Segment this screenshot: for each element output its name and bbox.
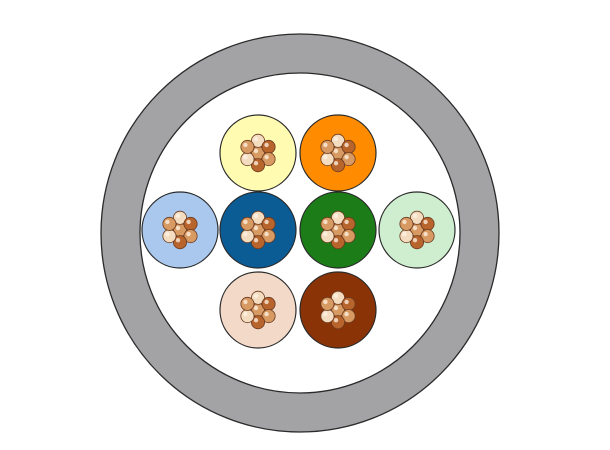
strand-highlight (333, 225, 339, 231)
strand-highlight (264, 154, 269, 160)
strand-highlight (333, 293, 339, 298)
wire-group (141, 114, 456, 349)
strand-highlight (412, 238, 418, 243)
conductor-strand (399, 216, 414, 231)
wire-white-yellow (219, 114, 297, 192)
strand-highlight (423, 231, 428, 237)
conductor-strand (240, 216, 255, 231)
conductor-strand (399, 229, 414, 244)
strand-highlight (323, 299, 328, 305)
wire-light-beige (219, 271, 297, 349)
conductor-strand (420, 216, 435, 231)
strand-highlight (175, 238, 181, 243)
conductor-strand (320, 309, 335, 324)
strand-highlight (333, 148, 339, 154)
strand-highlight (243, 311, 248, 317)
strand-highlight (253, 318, 259, 323)
strand-highlight (253, 238, 259, 243)
wire-orange (299, 114, 377, 192)
strand-highlight (333, 305, 339, 311)
strand-highlight (323, 142, 328, 148)
wire-brown (299, 271, 377, 349)
conductor-strand (320, 296, 335, 311)
strand-highlight (333, 318, 339, 323)
strand-highlight (264, 231, 269, 237)
conductor-strand (183, 216, 198, 231)
strand-highlight (253, 148, 259, 154)
strand-highlight (333, 213, 339, 218)
strand-highlight (253, 293, 259, 298)
strand-highlight (333, 238, 339, 243)
conductor-strand (240, 296, 255, 311)
strand-highlight (344, 142, 349, 148)
strand-highlight (264, 219, 269, 225)
conductor-strand (320, 229, 335, 244)
conductor-strand (240, 229, 255, 244)
conductor-strand (261, 216, 276, 231)
conductor-strand (240, 152, 255, 167)
strand-highlight (264, 311, 269, 317)
strand-highlight (243, 219, 248, 225)
strand-highlight (323, 219, 328, 225)
conductor-strand (341, 139, 356, 154)
strand-highlight (402, 219, 407, 225)
conductor-strand (240, 309, 255, 324)
strand-highlight (165, 231, 170, 237)
conductor-strand (162, 216, 177, 231)
strand-highlight (323, 311, 328, 317)
conductor-strand (341, 296, 356, 311)
strand-highlight (323, 231, 328, 237)
wire-green (299, 191, 377, 269)
strand-highlight (253, 305, 259, 311)
strand-highlight (253, 213, 259, 218)
strand-highlight (264, 142, 269, 148)
strand-highlight (253, 161, 259, 166)
strand-highlight (243, 142, 248, 148)
conductor-strand (240, 139, 255, 154)
strand-highlight (344, 154, 349, 160)
conductor-strand (261, 139, 276, 154)
strand-highlight (333, 136, 339, 141)
strand-highlight (344, 311, 349, 317)
strand-highlight (344, 299, 349, 305)
strand-highlight (186, 231, 191, 237)
conductor-strand (261, 296, 276, 311)
strand-highlight (175, 225, 181, 231)
strand-highlight (243, 154, 248, 160)
strand-highlight (165, 219, 170, 225)
strand-highlight (175, 213, 181, 218)
strand-highlight (243, 231, 248, 237)
conductor-strand (320, 139, 335, 154)
strand-highlight (264, 299, 269, 305)
strand-highlight (253, 225, 259, 231)
strand-highlight (344, 231, 349, 237)
conductor-strand (162, 229, 177, 244)
conductor-strand (320, 216, 335, 231)
strand-highlight (323, 154, 328, 160)
strand-highlight (412, 225, 418, 231)
strand-highlight (423, 219, 428, 225)
strand-highlight (412, 213, 418, 218)
strand-highlight (186, 219, 191, 225)
strand-highlight (402, 231, 407, 237)
conductor-strand (320, 152, 335, 167)
strand-highlight (253, 136, 259, 141)
conductor-strand (341, 216, 356, 231)
strand-highlight (333, 161, 339, 166)
strand-highlight (344, 219, 349, 225)
strand-highlight (243, 299, 248, 305)
wire-light-blue (141, 191, 219, 269)
wire-blue (219, 191, 297, 269)
wire-light-green (378, 191, 456, 269)
